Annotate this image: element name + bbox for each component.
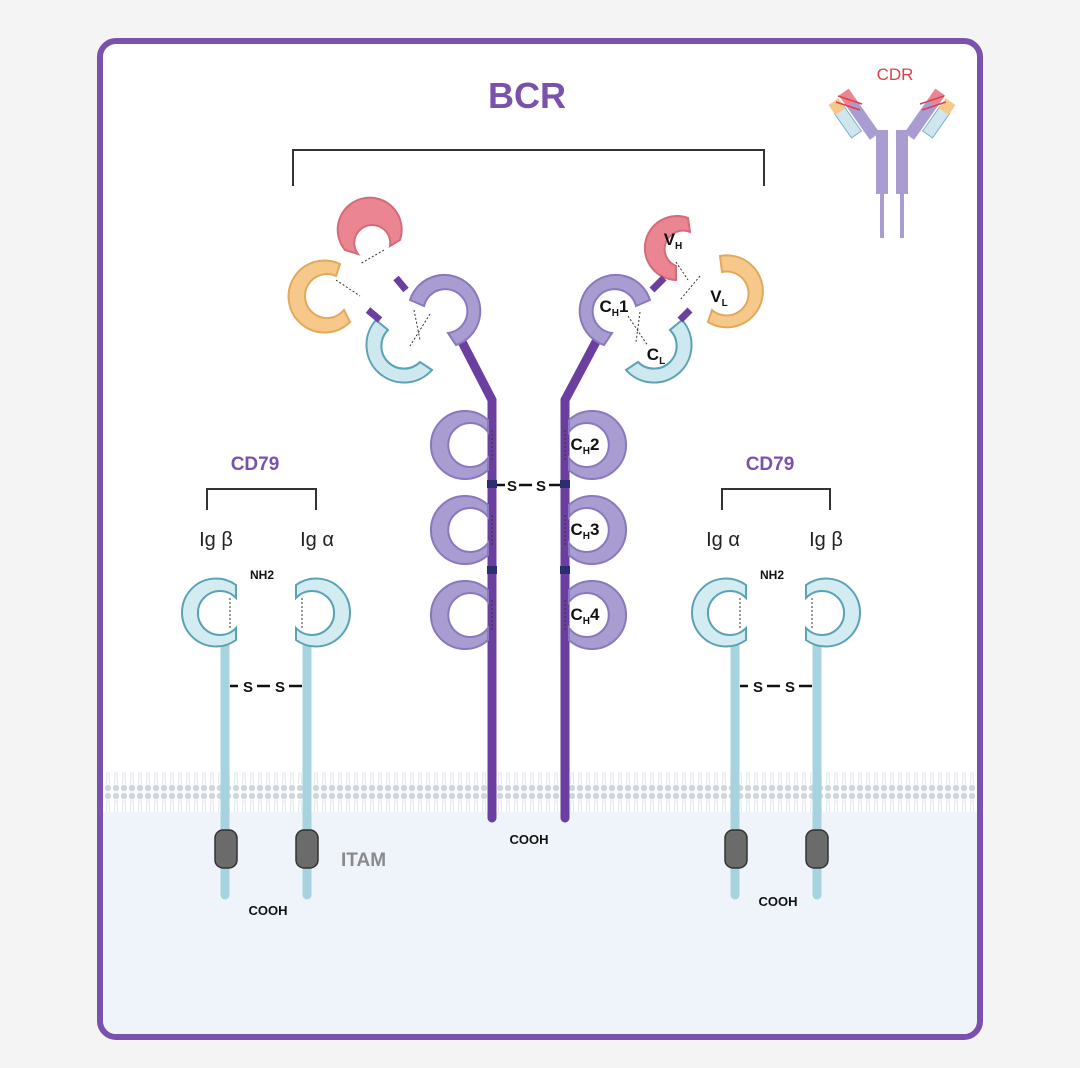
cd79-left-disulfide-bond: S S: [230, 679, 302, 696]
bcr-disulfide-bond: S S: [497, 478, 560, 495]
cytoplasm-region: [103, 812, 977, 1034]
cd79-left-cooh-label: COOH: [249, 903, 288, 918]
domain-label-ch3: CH3: [571, 520, 600, 542]
cd79-right-sulfur-a: S: [753, 679, 763, 696]
cd79-left-sulfur-b: S: [275, 679, 285, 696]
bcr-bracket: [292, 149, 765, 186]
cdr-label: CDR: [877, 65, 914, 84]
cd79-left-ig-alpha-domain: [295, 577, 351, 648]
page-title: BCR: [488, 75, 566, 116]
domain-label-ch4: CH4: [571, 605, 601, 627]
cd79-left-chain-right-label: Ig α: [300, 529, 334, 551]
cd79-left-bracket: [206, 488, 317, 510]
svg-text:CH3: CH3: [571, 520, 600, 542]
domain-label-vl: VL: [710, 287, 727, 309]
heavy-chain-stems: [455, 333, 603, 823]
cd79-right-chain-left-label: Ig α: [706, 529, 740, 551]
domain-label-cl: CL: [647, 345, 665, 367]
domain-label-ch2: CH2: [571, 435, 600, 457]
cd79-left-label: CD79: [231, 454, 280, 475]
heavy-chain-left-constant-domains: [430, 410, 489, 650]
itam-left-b: [295, 829, 319, 869]
heavy-chain-right-constant-domains: [568, 410, 627, 650]
svg-text:CH4: CH4: [571, 605, 601, 627]
cell-membrane: [103, 770, 977, 814]
itam-label: ITAM: [341, 850, 386, 871]
itam-right-a: [724, 829, 748, 869]
svg-text:VH: VH: [664, 230, 683, 252]
cd79-right-sulfur-b: S: [785, 679, 795, 696]
cd79-right-ig-beta-domain: [805, 577, 861, 648]
cd79-left-sulfur-a: S: [243, 679, 253, 696]
cd79-right-chain-right-label: Ig β: [809, 529, 843, 551]
cd79-left-nh2-label: NH2: [250, 568, 274, 582]
bcr-sulfur-right: S: [536, 478, 546, 495]
svg-text:CH1: CH1: [600, 297, 629, 319]
domain-label-ch1: CH1: [600, 297, 629, 319]
cd79-right-ig-alpha-domain: [691, 577, 747, 648]
cd79-right-label: CD79: [746, 454, 795, 475]
itam-right-b: [805, 829, 829, 869]
fab-right: [578, 215, 764, 384]
bcr-sulfur-left: S: [507, 478, 517, 495]
domain-label-vh: VH: [664, 230, 683, 252]
svg-text:VL: VL: [710, 287, 727, 309]
fab-left: [287, 196, 482, 384]
svg-text:CL: CL: [647, 345, 665, 367]
cd79-right-disulfide-bond: S S: [740, 679, 812, 696]
cd79-left-ig-beta-domain: [181, 577, 237, 648]
bcr-cooh-label: COOH: [510, 832, 549, 847]
itam-left-a: [214, 829, 238, 869]
svg-text:CH2: CH2: [571, 435, 600, 457]
cdr-inset-antibody-icon: [828, 88, 956, 238]
cd79-right-cooh-label: COOH: [759, 894, 798, 909]
cd79-right-bracket: [721, 488, 831, 510]
cd79-left-chain-left-label: Ig β: [199, 529, 233, 551]
cd79-right-nh2-label: NH2: [760, 568, 784, 582]
